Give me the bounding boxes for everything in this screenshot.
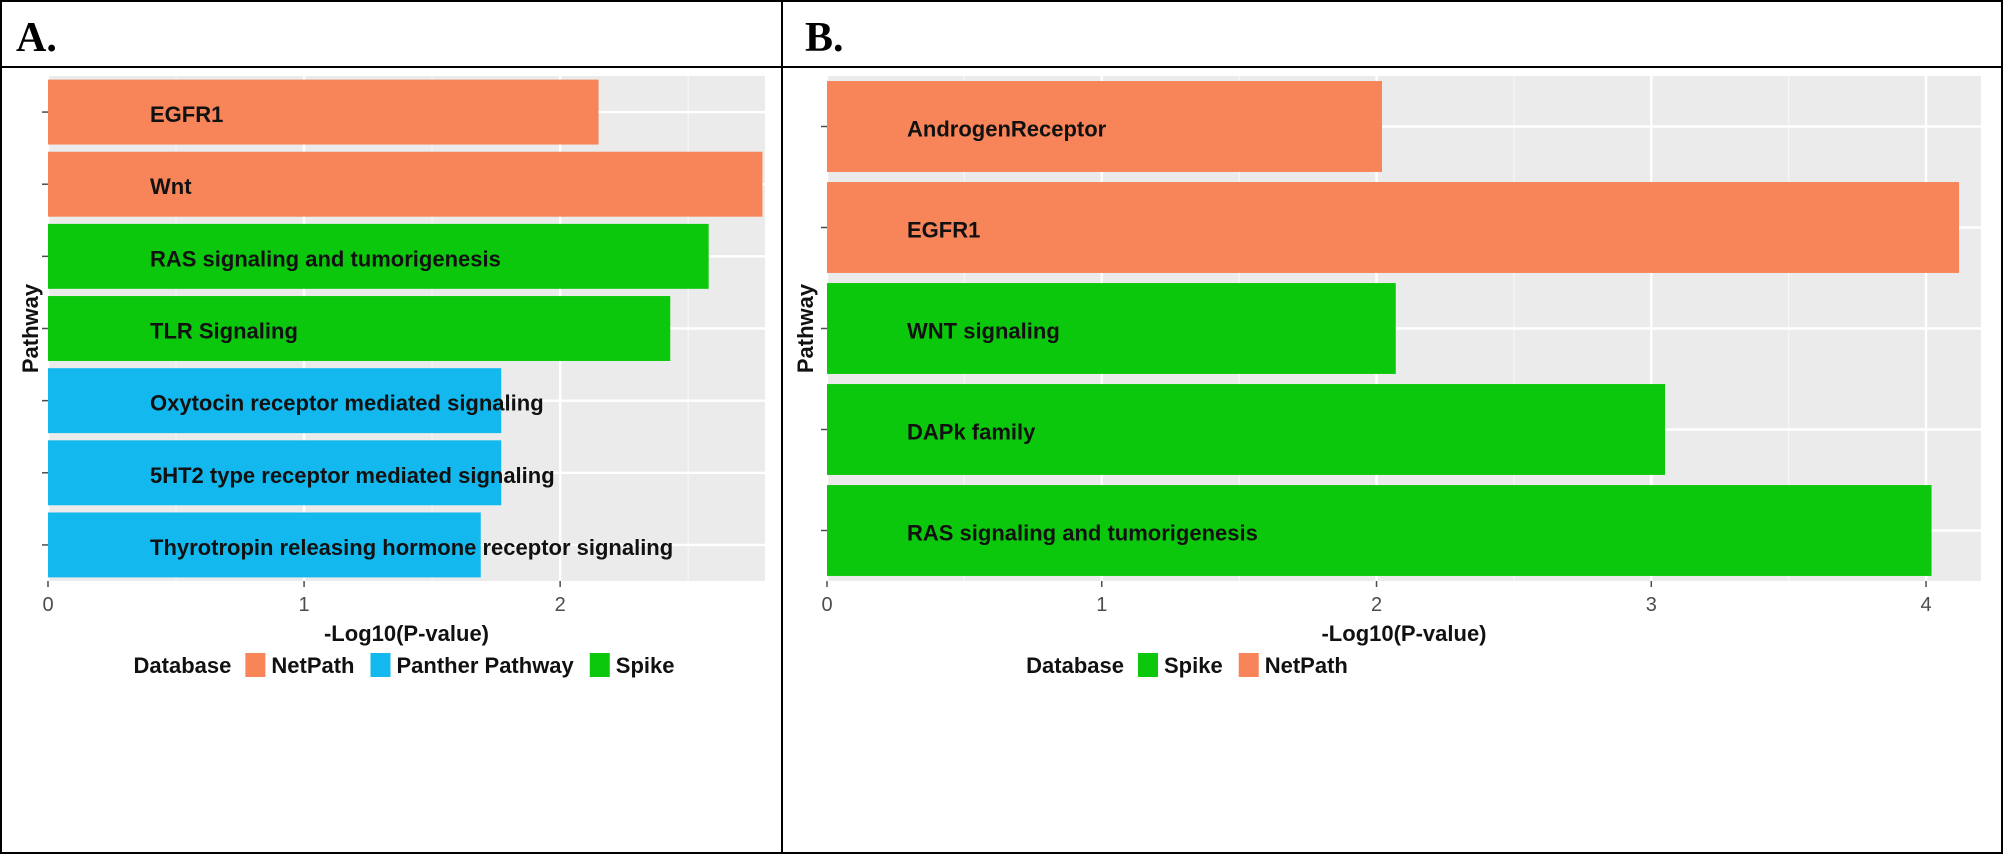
- panel-a-bar-label: Wnt: [150, 174, 192, 199]
- panel-b-x-tick-label: 0: [821, 594, 832, 616]
- panel-b-x-axis-title: -Log10(P-value): [1321, 621, 1486, 646]
- panel-a-x-tick-label: 0: [42, 594, 53, 616]
- panel-a-bar-label: Oxytocin receptor mediated signaling: [150, 391, 544, 416]
- panel-b-bar: [827, 182, 1960, 273]
- panel-b-legend: Database Spike NetPath: [1026, 653, 1348, 678]
- panel-a-legend-swatch: [589, 653, 610, 677]
- panel-a-bar: [48, 368, 502, 434]
- panel-a-bar: [48, 223, 709, 289]
- panel-b-bar: [827, 485, 1932, 576]
- panel-b-bar-label: DAPk family: [907, 420, 1036, 445]
- panel-a-bar: [48, 79, 599, 145]
- panel-a-bar: [48, 151, 763, 217]
- panel-b-letter: B.: [805, 15, 844, 61]
- panel-a-x-axis-title: -Log10(P-value): [324, 621, 489, 646]
- panel-a-legend-swatch: [245, 653, 266, 677]
- panel-a-legend-label: NetPath: [271, 653, 354, 678]
- panel-a-legend-label: Spike: [616, 653, 675, 678]
- panel-b-header: B.: [781, 0, 2003, 68]
- panel-a-legend-swatch: [370, 653, 391, 677]
- panel-a-bar-label: RAS signaling and tumorigenesis: [150, 246, 501, 271]
- panel-b-x-tick-label: 4: [1920, 594, 1931, 616]
- panel-a-legend-label: Panther Pathway: [396, 653, 574, 678]
- panel-b-legend-title: Database: [1026, 653, 1124, 678]
- panel-b-bar-label: RAS signaling and tumorigenesis: [907, 521, 1258, 546]
- panel-b-x-tick-label: 1: [1096, 594, 1107, 616]
- panel-a-header: A.: [0, 0, 783, 68]
- panel-b-legend-swatch: [1138, 653, 1159, 677]
- panel-b-bar: [827, 81, 1383, 172]
- panel-b-bar: [827, 384, 1666, 475]
- panel-b-legend-label: Spike: [1164, 653, 1223, 678]
- panel-a-bar: [48, 512, 481, 578]
- panel-b-y-axis-title: Pathway: [793, 283, 818, 373]
- panel-a-bar-label: EGFR1: [150, 102, 223, 127]
- panel-a-bar: [48, 440, 502, 506]
- panel-a-bar-label: 5HT2 type receptor mediated signaling: [150, 463, 555, 488]
- panel-b-bar-label: EGFR1: [907, 218, 980, 243]
- panel-a-x-tick-label: 1: [299, 594, 310, 616]
- panel-a-x-tick-label: 2: [555, 594, 566, 616]
- panel-b-bar-label: AndrogenReceptor: [907, 117, 1107, 142]
- panel-a-legend: Database NetPath Panther Pathway Spike: [134, 653, 675, 678]
- panel-b-legend-label: NetPath: [1265, 653, 1348, 678]
- panel-a-bar-label: Thyrotropin releasing hormone receptor s…: [150, 535, 673, 560]
- panel-a-bar: [48, 296, 671, 361]
- panel-a-y-axis-title: Pathway: [18, 283, 43, 373]
- panel-b-bar-label: WNT signaling: [907, 319, 1060, 344]
- panel-b-legend-swatch: [1238, 653, 1259, 677]
- panel-b-x-tick-label: 2: [1371, 594, 1382, 616]
- panel-a-bar-label: TLR Signaling: [150, 319, 298, 344]
- panel-a-letter: A.: [16, 15, 57, 61]
- panel-a-legend-title: Database: [134, 653, 232, 678]
- panel-b-x-tick-label: 3: [1646, 594, 1657, 616]
- panel-b-bar: [827, 283, 1396, 374]
